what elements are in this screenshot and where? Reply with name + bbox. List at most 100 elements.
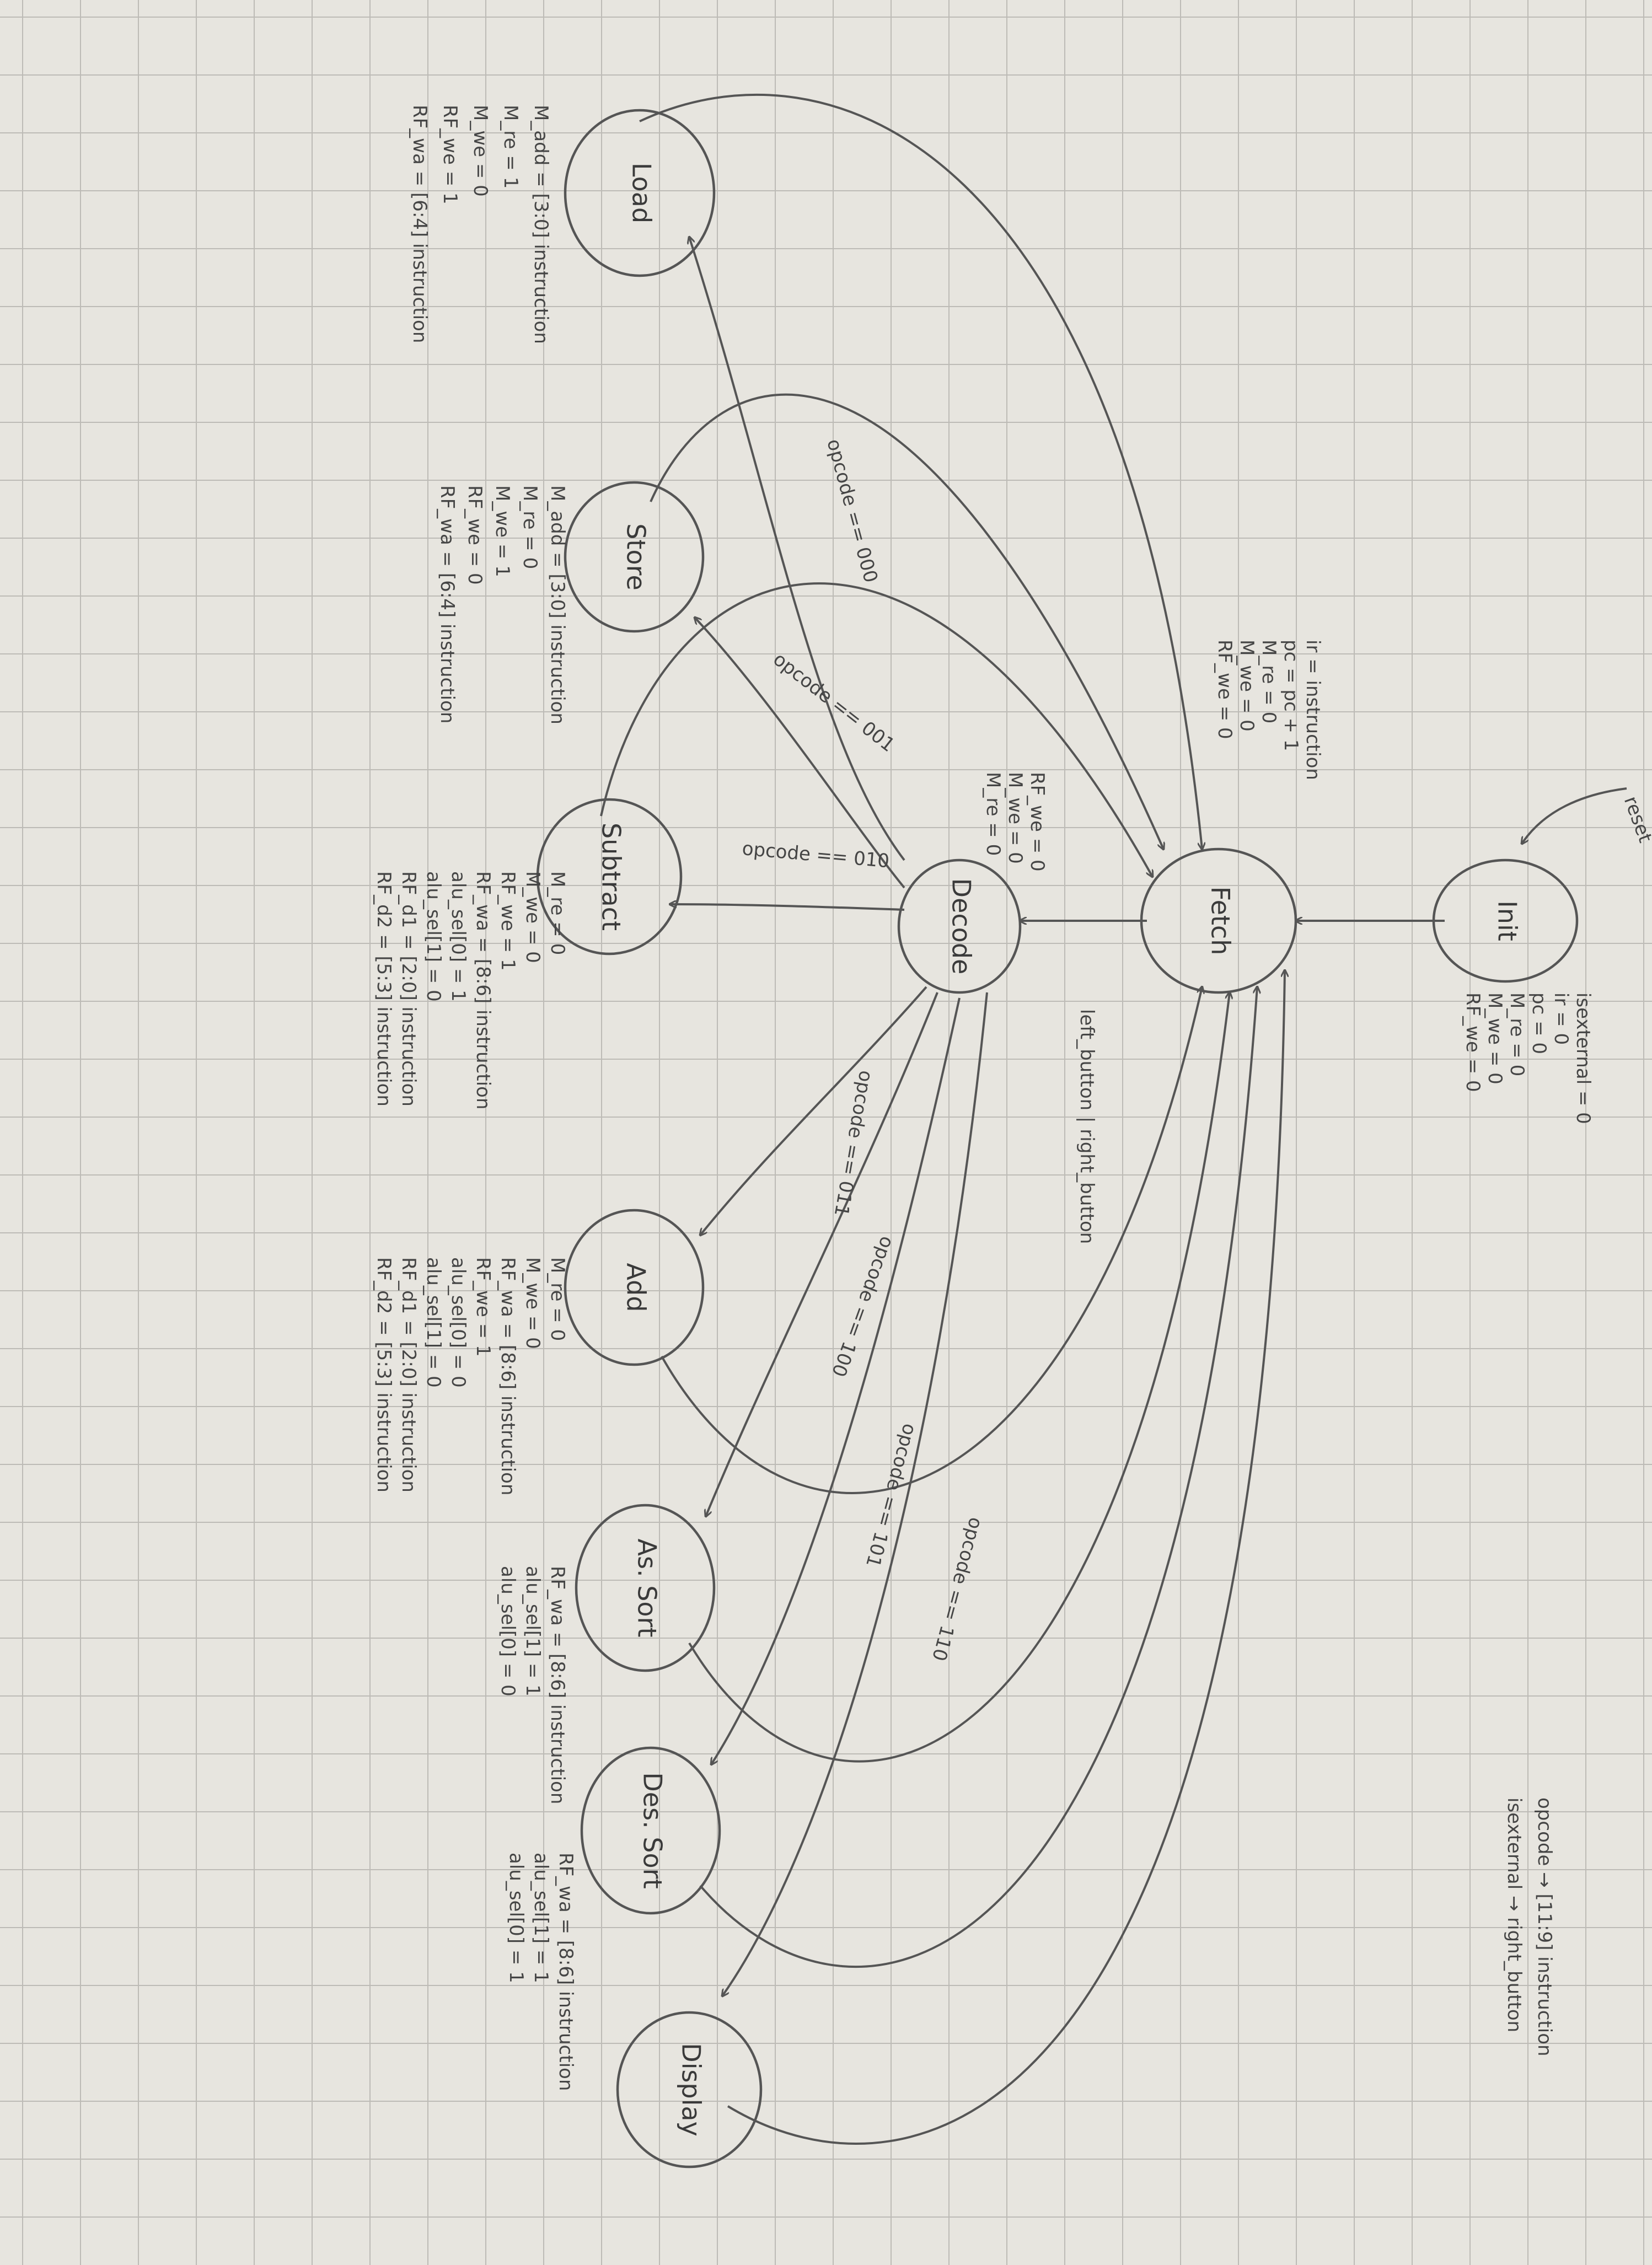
edge-decode-subtract: [670, 904, 905, 911]
transition-edges: [600, 93, 1627, 2145]
note-add-line: M_we = 0: [522, 1257, 544, 1349]
edge-decode-store: [695, 618, 905, 889]
label-opcode-100: opcode == 100: [827, 1233, 898, 1380]
note-init-line: RF_we = 0: [1462, 992, 1484, 1092]
edge-display-fetch: [727, 970, 1285, 2145]
note-des-sort-line: RF_wa = [8:6] instruction: [555, 1853, 577, 2091]
state-label-subtract: Subtract: [597, 823, 626, 931]
note-load: M_add = [3:0] instruction M_re = 1 M_we …: [409, 105, 552, 344]
edge-decode-display: [722, 992, 988, 1996]
label-opcode-101: opcode == 101: [861, 1421, 921, 1570]
state-add: Add: [564, 1209, 705, 1366]
edge-store-fetch: [650, 393, 1163, 849]
note-init-line: pc = 0: [1528, 992, 1550, 1054]
edge-assort-fetch: [688, 992, 1230, 1763]
note-add-line: RF_d2 = [5:3] instruction: [373, 1257, 395, 1493]
note-des-sort-line: alu_sel[0] = 1: [505, 1853, 527, 1983]
note-store-line: RF_wa = [6:4] instruction: [436, 485, 458, 723]
edge-decode-add: [700, 986, 927, 1235]
note-init-line: isexternal = 0: [1572, 992, 1594, 1124]
state-label-as-sort: As. Sort: [632, 1539, 662, 1638]
states: Init Fetch Decode Load Store Subtract Ad…: [536, 109, 1579, 2169]
label-opcode-000: opcode == 000: [822, 437, 882, 585]
note-fetch-line: M_we = 0: [1236, 640, 1258, 732]
note-decode-line: M_re = 0: [982, 772, 1004, 856]
state-label-add: Add: [621, 1263, 651, 1312]
label-fetch-decode: left_button | right_button: [1076, 1009, 1098, 1244]
state-label-display: Display: [677, 2043, 706, 2137]
note-subtract-line: M_we = 0: [522, 871, 544, 963]
state-store: Store: [564, 481, 705, 633]
state-as-sort: As. Sort: [575, 1504, 716, 1672]
edge-decode-dessort: [711, 997, 961, 1764]
note-load-line: M_we = 0: [469, 105, 491, 197]
note-decode-line: M_we = 0: [1004, 772, 1026, 864]
edge-add-fetch: [661, 987, 1202, 1494]
note-init-line: M_re = 0: [1506, 992, 1528, 1076]
note-fetch-line: pc = pc + 1: [1280, 640, 1302, 751]
state-display: Display: [616, 2011, 763, 2169]
state-label-decode: Decode: [947, 878, 977, 975]
note-init: isexternal = 0 ir = 0 pc = 0 M_re = 0 M_…: [1462, 992, 1594, 1124]
legend: opcode → [11:9] instruction isexternal →…: [1503, 1797, 1556, 2057]
note-load-line: M_re = 1: [500, 105, 522, 189]
note-add-line: RF_we = 1: [472, 1257, 494, 1357]
reset-arrow: [1522, 787, 1627, 844]
note-fetch-line: RF_we = 0: [1214, 640, 1236, 739]
reset-label: reset: [1619, 793, 1652, 846]
note-add-line: M_re = 0: [546, 1257, 568, 1341]
note-store: M_add = [3:0] instruction M_re = 0 M_we …: [436, 485, 568, 724]
edge-decode-assort: [706, 992, 938, 1516]
label-opcode-001: opcode == 001: [769, 648, 899, 756]
state-fetch: Fetch: [1140, 847, 1297, 994]
edge-subtract-fetch: [600, 582, 1152, 877]
label-opcode-110: opcode == 110: [927, 1515, 987, 1663]
note-fetch: ir = instruction pc = pc + 1 M_re = 0 M_…: [1214, 640, 1324, 780]
edge-load-fetch: [639, 93, 1202, 849]
note-store-line: RF_we = 0: [464, 485, 486, 585]
note-des-sort: RF_wa = [8:6] instruction alu_sel[1] = 1…: [505, 1853, 577, 2091]
note-store-line: M_add = [3:0] instruction: [546, 485, 568, 724]
note-fetch-line: ir = instruction: [1302, 640, 1324, 780]
label-opcode-011: opcode == 011: [830, 1069, 877, 1218]
edge-dessort-fetch: [699, 987, 1257, 1968]
state-label-init: Init: [1493, 900, 1522, 941]
note-subtract-line: M_re = 0: [546, 871, 568, 955]
note-decode: RF_we = 0 M_we = 0 M_re = 0: [982, 772, 1048, 872]
state-decode: Decode: [897, 858, 1022, 994]
note-store-line: M_re = 0: [519, 485, 541, 569]
note-subtract: M_re = 0 M_we = 0 RF_we = 1 RF_wa = [8:6…: [373, 871, 568, 1109]
note-subtract-line: alu_sel[0] = 1: [447, 871, 469, 1002]
state-des-sort: Des. Sort: [580, 1746, 721, 1915]
label-opcode-010: opcode == 010: [741, 838, 890, 872]
note-subtract-line: RF_we = 1: [497, 871, 519, 971]
edge-decode-load: [689, 237, 905, 861]
note-subtract-line: alu_sel[1] = 0: [422, 871, 444, 1002]
state-label-des-sort: Des. Sort: [638, 1772, 668, 1888]
state-subtract: Subtract: [536, 798, 683, 956]
note-add-line: RF_d1 = [2:0] instruction: [398, 1257, 420, 1493]
note-init-line: M_we = 0: [1484, 992, 1506, 1085]
note-as-sort-line: RF_wa = [8:6] instruction: [546, 1566, 568, 1804]
legend-opcode: opcode → [11:9] instruction: [1533, 1797, 1556, 2057]
note-as-sort-line: alu_sel[0] = 0: [497, 1566, 519, 1697]
state-label-store: Store: [621, 523, 651, 591]
note-subtract-line: RF_d2 = [5:3] instruction: [373, 871, 395, 1107]
note-init-line: ir = 0: [1550, 992, 1572, 1045]
note-as-sort: RF_wa = [8:6] instruction alu_sel[1] = 1…: [497, 1566, 568, 1804]
note-fetch-line: M_re = 0: [1258, 640, 1280, 723]
state-label-fetch: Fetch: [1206, 887, 1236, 956]
note-load-line: RF_we = 1: [439, 105, 461, 205]
note-subtract-line: RF_wa = [8:6] instruction: [472, 871, 494, 1109]
legend-isexternal: isexternal → right_button: [1503, 1797, 1525, 2032]
state-init: Init: [1432, 858, 1579, 983]
note-as-sort-line: alu_sel[1] = 1: [522, 1566, 544, 1697]
note-load-line: M_add = [3:0] instruction: [530, 105, 552, 344]
note-add-line: alu_sel[0] = 0: [447, 1257, 469, 1388]
state-load: Load: [564, 109, 716, 277]
note-add-line: alu_sel[1] = 0: [422, 1257, 444, 1388]
state-label-load: Load: [627, 163, 657, 223]
note-add: M_re = 0 M_we = 0 RF_wa = [8:6] instruct…: [373, 1257, 568, 1495]
note-decode-line: RF_we = 0: [1026, 772, 1048, 872]
